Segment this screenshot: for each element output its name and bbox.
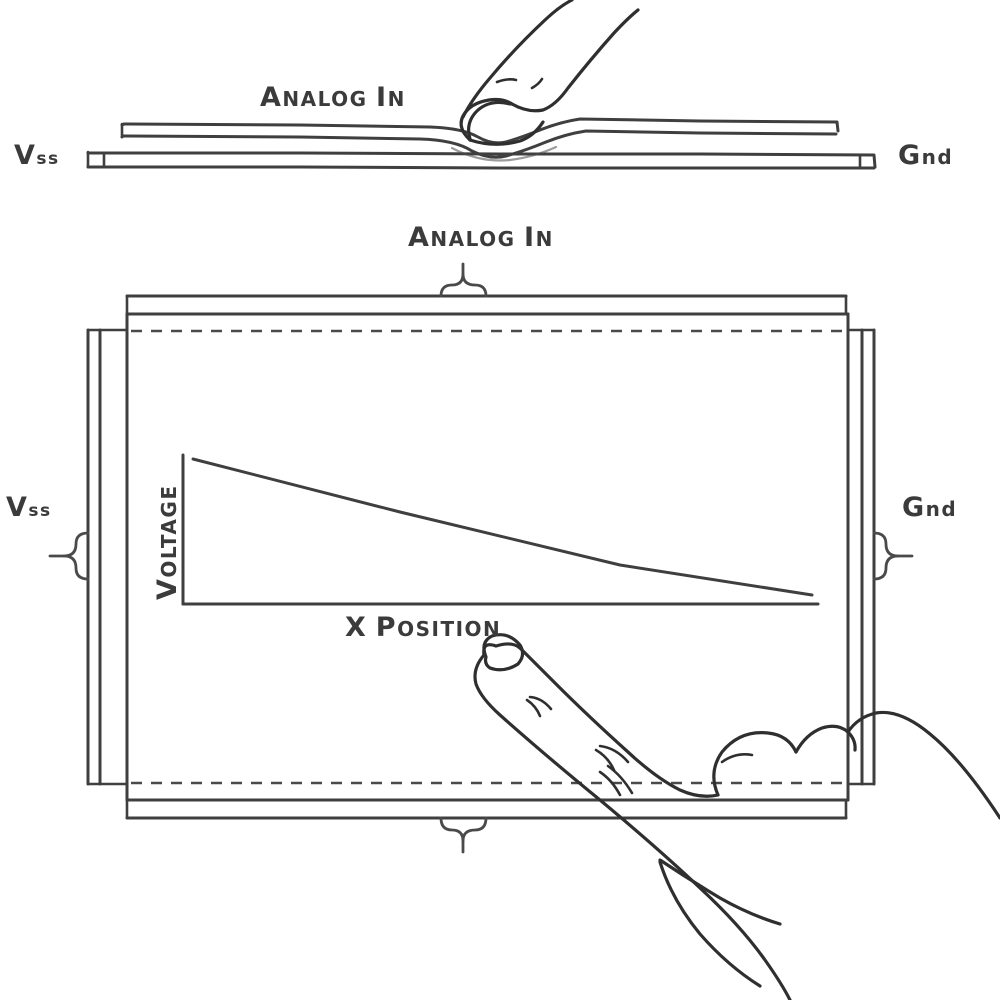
- finger-top-right-edge: [510, 8, 640, 113]
- finger-top-left-edge: [461, 0, 574, 119]
- analog-in-brace-top: [439, 272, 488, 298]
- hand-lower-palm: [658, 860, 762, 988]
- finger-top-knuckle-crease-2: [530, 77, 544, 90]
- index-finger-left-edge: [473, 653, 792, 1000]
- panel-gnd-sub: nd: [925, 497, 958, 521]
- gnd-brace-right: [872, 531, 900, 581]
- top-vss-label: Vss: [14, 140, 60, 171]
- hand-thumb-edge: [658, 858, 782, 926]
- panel-vss-sub: ss: [28, 501, 52, 521]
- finger-top-outline: [459, 97, 514, 142]
- voltage-plot-group: [181, 453, 820, 606]
- finger-crease-lower-1: [598, 770, 622, 797]
- vss-brace-left: [62, 531, 90, 581]
- finger-crease-upper-2: [525, 698, 542, 718]
- finger-top-knuckle-crease: [495, 78, 518, 84]
- contact-point-shadow: [450, 145, 558, 162]
- hand-top-edge: [846, 710, 1000, 820]
- panel-analog-in-label: ANALOG IN: [408, 222, 554, 253]
- finger-crease-upper-1: [528, 695, 553, 711]
- finger-crease-mid-1: [598, 744, 630, 764]
- finger-top-tip-arc: [468, 120, 545, 146]
- top-analog-in-label: Analog In ANALOG IN: [260, 82, 406, 113]
- index-fingertip: [482, 642, 522, 657]
- ring-knuckle: [794, 724, 857, 754]
- middle-knuckle: [712, 731, 798, 797]
- top-gnd-sub: nd: [921, 145, 954, 169]
- top-vss-sub: ss: [36, 149, 60, 169]
- fingernail: [482, 633, 525, 672]
- finger-top-nail: [467, 100, 512, 141]
- bottom-layer-lower-line: [86, 165, 876, 170]
- top-gnd-label: Gnd: [898, 140, 954, 171]
- bottom-brace: [439, 816, 488, 843]
- index-finger-right-edge: [518, 646, 720, 798]
- plot-voltage-line: [191, 457, 814, 597]
- top-layer-lower-line: [120, 129, 838, 159]
- finger-crease-lower-2: [606, 764, 634, 795]
- middle-knuckle-crease: [720, 753, 754, 764]
- bottom-layer-upper-line: [86, 151, 877, 169]
- panel-gnd-label: Gnd: [902, 492, 958, 523]
- plot-y-axis-label: VOLTAGE: [152, 484, 183, 601]
- top-layer-upper-line: [120, 117, 840, 145]
- finger-crease-mid-2: [594, 748, 616, 772]
- plot-x-axis-label: X POSITION: [345, 612, 502, 643]
- panel-top-down-group: [48, 262, 1000, 1000]
- top-cross-section-group: [86, 0, 877, 170]
- hand-pointing-group: [473, 633, 1000, 1000]
- panel-vss-label: Vss: [6, 492, 52, 523]
